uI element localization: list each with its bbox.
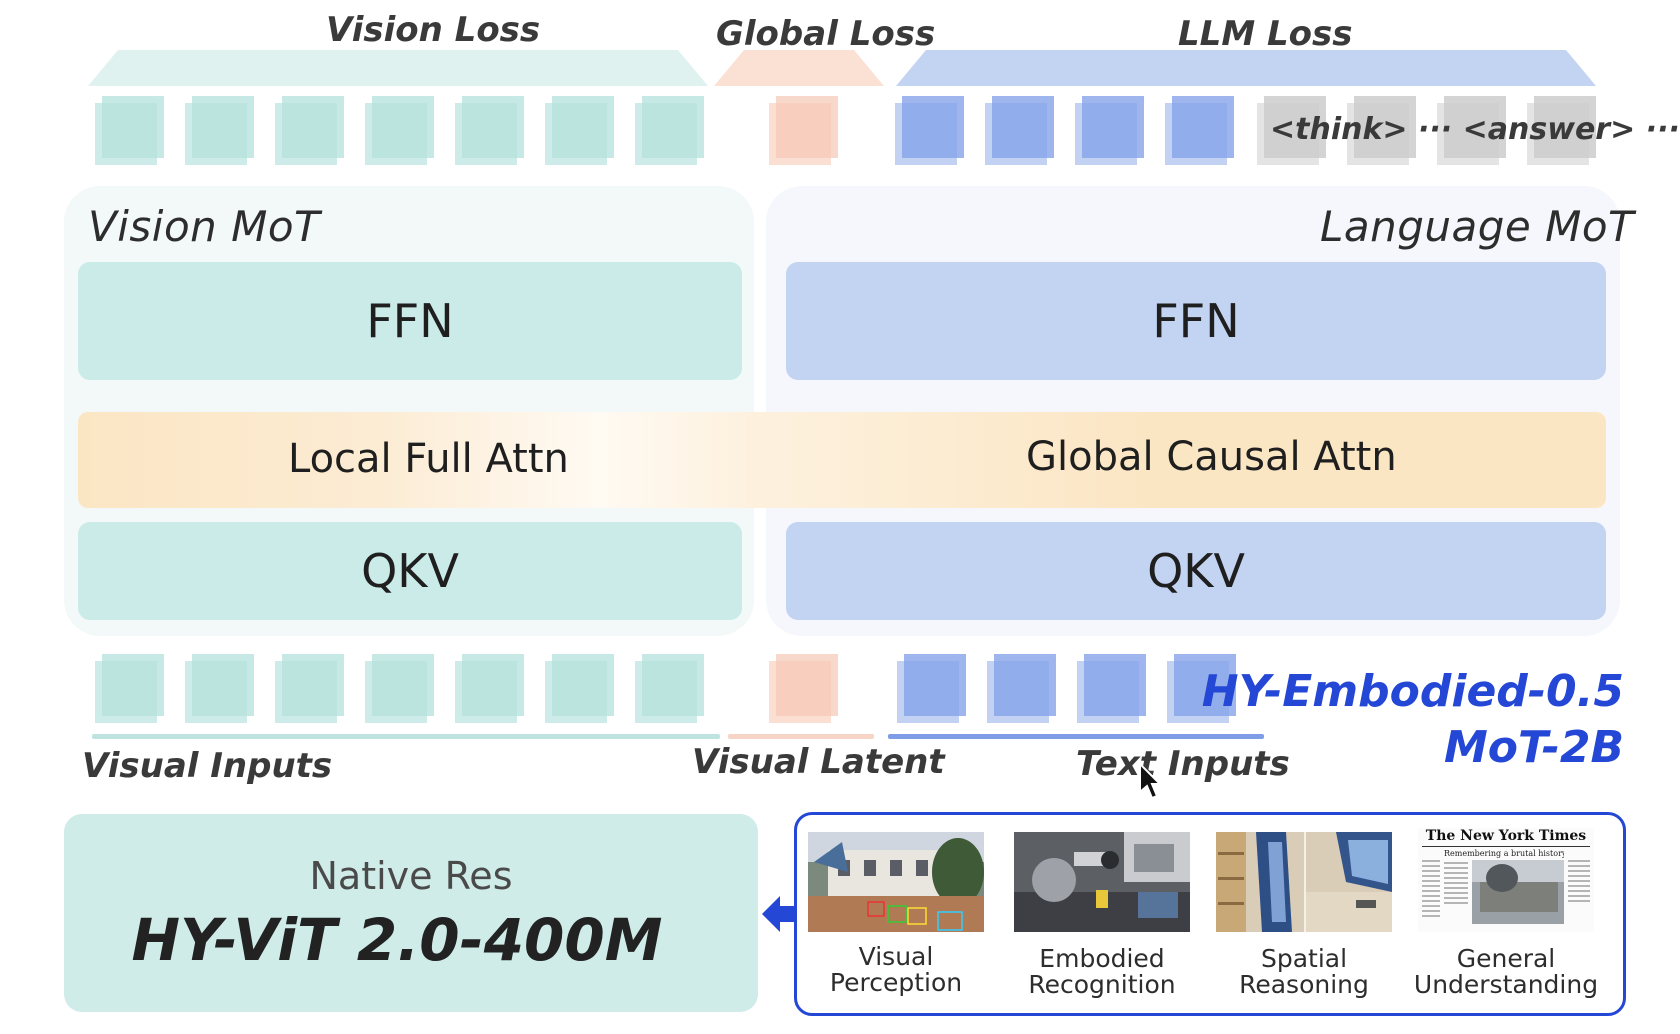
llm-loss-label: LLM Loss — [1178, 14, 1353, 54]
newspaper-layout — [1422, 860, 1590, 924]
arrow-left-icon — [762, 896, 798, 932]
vision-loss-bar — [88, 50, 708, 86]
language-mot-title: Language MoT — [1320, 202, 1635, 251]
general-understanding-caption: General Understanding — [1413, 944, 1599, 999]
vision-output-token — [635, 96, 704, 165]
language-ffn-block: FFN — [786, 262, 1606, 380]
vision-output-token — [185, 96, 254, 165]
vision-mot-title: Vision MoT — [88, 202, 321, 251]
visual-input-token — [455, 654, 524, 723]
embodied-recognition-caption: Embodied Recognition — [1028, 944, 1176, 999]
newspaper-headline: Remembering a brutal history — [1444, 849, 1564, 858]
text-input-token — [1167, 654, 1236, 723]
visual-input-token — [275, 654, 344, 723]
general-understanding-image: The New York Times Remembering a brutal … — [1418, 828, 1594, 932]
attention-band — [78, 412, 1606, 508]
spatial-reasoning-caption: Spatial Reasoning — [1239, 944, 1369, 999]
visual-input-token — [95, 654, 164, 723]
text-input-token — [987, 654, 1056, 723]
text-inputs-underline — [888, 734, 1264, 739]
local-full-attn-label: Local Full Attn — [288, 436, 569, 482]
visual-perception-image — [808, 832, 984, 932]
vision-ffn-block: FFN — [78, 262, 742, 380]
vision-output-token — [545, 96, 614, 165]
latent-output-token — [769, 96, 838, 165]
language-qkv-block: QKV — [786, 522, 1606, 620]
vision-qkv-block: QKV — [78, 522, 742, 620]
spatial-reasoning-image — [1216, 832, 1392, 932]
visual-input-token — [185, 654, 254, 723]
reasoning-output-token — [1347, 96, 1416, 165]
visual-inputs-label: Visual Inputs — [82, 746, 333, 786]
text-output-token — [1165, 96, 1234, 165]
visual-latent-token — [769, 654, 838, 723]
visual-input-token — [545, 654, 614, 723]
model-name-line2: MoT-2B — [1444, 722, 1624, 773]
vit-name: HY-ViT 2.0-400M — [131, 906, 663, 974]
vit-encoder-box — [64, 814, 758, 1012]
visual-input-token — [365, 654, 434, 723]
text-input-token — [1077, 654, 1146, 723]
text-output-token — [895, 96, 964, 165]
model-name-line1: HY-Embodied-0.5 — [1201, 666, 1624, 717]
reasoning-output-token — [1527, 96, 1596, 165]
text-inputs-label: Text Inputs — [1076, 744, 1290, 784]
visual-perception-caption: Visual Perception — [829, 942, 963, 997]
text-output-token — [985, 96, 1054, 165]
newspaper-masthead: The New York Times — [1425, 828, 1587, 844]
text-input-token — [897, 654, 966, 723]
vision-output-token — [95, 96, 164, 165]
vision-output-token — [365, 96, 434, 165]
text-output-token — [1075, 96, 1144, 165]
reasoning-output-token — [1437, 96, 1506, 165]
llm-loss-bar — [896, 50, 1596, 86]
global-causal-attn-label: Global Causal Attn — [1026, 434, 1397, 480]
embodied-recognition-image — [1014, 832, 1190, 932]
global-loss-bar — [714, 50, 884, 86]
vision-loss-label: Vision Loss — [326, 10, 541, 50]
vision-output-token — [455, 96, 524, 165]
reasoning-tokens-text: <think> ··· <answer> ··· — [1270, 112, 1680, 147]
reasoning-output-token — [1257, 96, 1326, 165]
visual-inputs-underline — [92, 734, 720, 739]
visual-input-token — [635, 654, 704, 723]
newspaper-rule — [1422, 846, 1590, 847]
visual-latent-underline — [728, 734, 874, 739]
vision-output-token — [275, 96, 344, 165]
visual-latent-label: Visual Latent — [692, 742, 945, 782]
vit-subtitle: Native Res — [309, 854, 513, 898]
mouse-cursor-icon — [1139, 762, 1162, 800]
global-loss-label: Global Loss — [716, 14, 936, 54]
